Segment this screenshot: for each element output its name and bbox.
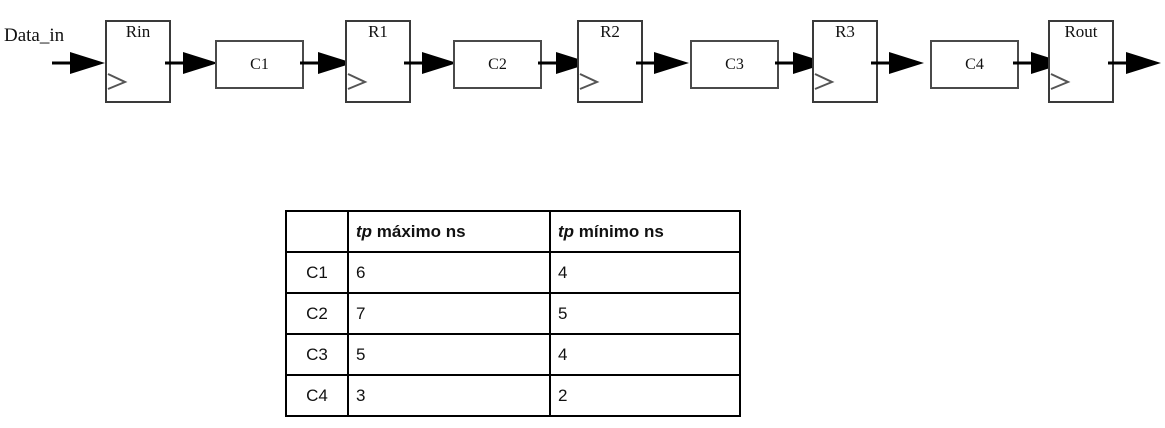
- arrow-c3-r3: [775, 52, 828, 74]
- clock-triangle-icon: [579, 73, 600, 90]
- table-row: C1 6 4: [285, 251, 741, 294]
- register-r1-label: R1: [368, 22, 388, 41]
- clock-triangle-icon: [347, 73, 368, 90]
- data-in-label: Data_in: [4, 25, 65, 46]
- arrow-r1-c2: [404, 52, 457, 74]
- register-rin-label: Rin: [125, 22, 151, 41]
- combinational-c3: C3: [690, 40, 779, 89]
- arrow-rin-c1: [165, 52, 218, 74]
- tp-symbol: tp: [558, 221, 575, 241]
- register-r1: R1: [345, 20, 411, 103]
- register-r3: R3: [812, 20, 878, 103]
- cell-c1-tp-max: 6: [347, 251, 551, 294]
- arrow-c2-r2: [538, 52, 591, 74]
- cell-c4-tp-min: 2: [549, 374, 741, 417]
- table-header-row: tp máximo ns tp mínimo ns: [285, 210, 741, 253]
- combinational-c4-label: C4: [965, 55, 984, 73]
- cell-c1-tp-min: 4: [549, 251, 741, 294]
- pipeline-diagram: Data_in Rin C1 R1 C2: [0, 0, 1165, 130]
- cell-c2-tp-min: 5: [549, 292, 741, 335]
- clock-triangle-icon: [107, 73, 128, 90]
- combinational-c2-label: C2: [488, 55, 507, 73]
- table-row: C3 5 4: [285, 333, 741, 376]
- header-tp-max-rest: máximo ns: [372, 221, 466, 241]
- register-r3-label: R3: [835, 22, 855, 41]
- arrow-r2-c3: [636, 52, 689, 74]
- register-r2-label: R2: [600, 22, 620, 41]
- table-corner-cell: [285, 210, 349, 253]
- cell-c3-tp-min: 4: [549, 333, 741, 376]
- register-r2: R2: [577, 20, 643, 103]
- header-tp-min: tp mínimo ns: [549, 210, 741, 253]
- cell-c2-tp-max: 7: [347, 292, 551, 335]
- combinational-c1-label: C1: [250, 55, 269, 73]
- input-arrow: [52, 52, 105, 74]
- table-row: C4 3 2: [285, 374, 741, 417]
- row-label-c4: C4: [285, 374, 349, 417]
- header-tp-max: tp máximo ns: [347, 210, 551, 253]
- arrow-r3-c4: [871, 52, 924, 74]
- combinational-c3-label: C3: [725, 55, 744, 73]
- register-rout: Rout: [1048, 20, 1114, 103]
- combinational-c2: C2: [453, 40, 542, 89]
- clock-triangle-icon: [1050, 73, 1071, 90]
- arrow-c1-r1: [300, 52, 353, 74]
- table-row: C2 7 5: [285, 292, 741, 335]
- row-label-c3: C3: [285, 333, 349, 376]
- header-tp-min-rest: mínimo ns: [574, 221, 664, 241]
- row-label-c2: C2: [285, 292, 349, 335]
- row-label-c1: C1: [285, 251, 349, 294]
- tp-symbol: tp: [356, 221, 373, 241]
- output-arrow: [1108, 52, 1161, 74]
- cell-c4-tp-max: 3: [347, 374, 551, 417]
- register-rout-label: Rout: [1064, 22, 1098, 41]
- combinational-c1: C1: [215, 40, 304, 89]
- clock-triangle-icon: [814, 73, 835, 90]
- combinational-c4: C4: [930, 40, 1019, 89]
- register-rin: Rin: [105, 20, 171, 103]
- propagation-delay-table: tp máximo ns tp mínimo ns C1 6 4 C2 7 5 …: [285, 210, 741, 417]
- cell-c3-tp-max: 5: [347, 333, 551, 376]
